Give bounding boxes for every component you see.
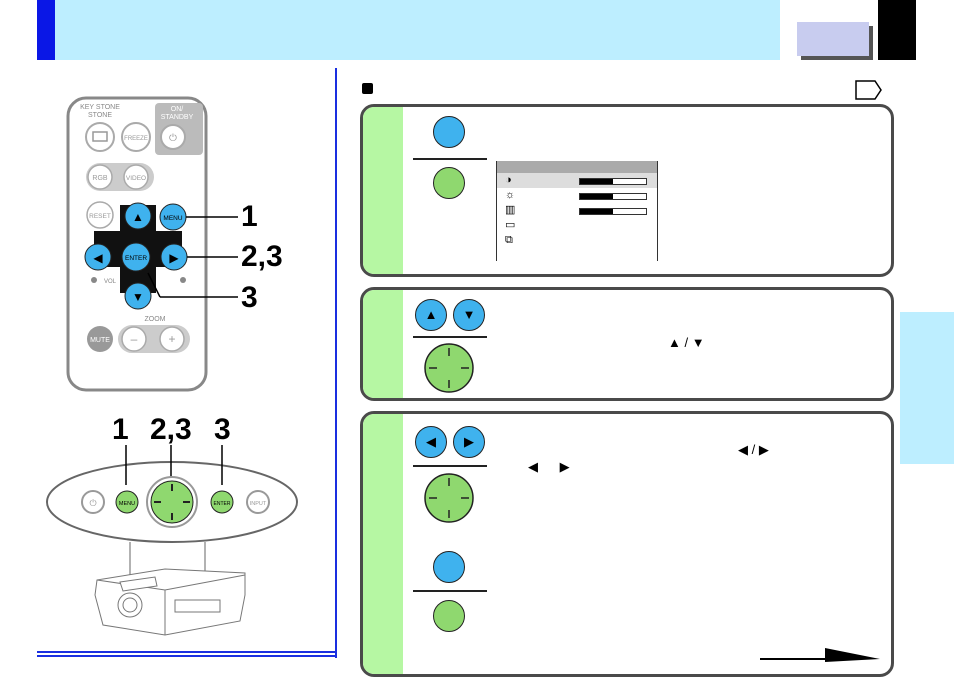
header-page-tab[interactable] (797, 22, 869, 56)
plus-icon: + (168, 332, 175, 346)
panel-input-button[interactable] (246, 490, 270, 514)
osd-menu-row: ▭ (497, 218, 657, 233)
panel-dpad-icon-2 (424, 473, 474, 523)
menu-button-green-2 (433, 600, 465, 632)
rgb-button[interactable] (87, 164, 113, 190)
panel-callout-2: 2,3 (150, 413, 192, 446)
left-right-arrows-text: ◀ / ▶ (738, 442, 769, 457)
panel-menu-button[interactable] (115, 490, 139, 514)
panel-power-icon: ⏻ (89, 498, 96, 508)
step-1-box: ◑ ☼ ▥ ▭ ⧉ (360, 104, 894, 277)
panel-power-button[interactable] (81, 490, 105, 514)
freeze-button[interactable] (121, 122, 151, 152)
up-arrow-icon: ▲ (132, 210, 144, 224)
osd-row-icon: ◑ (505, 174, 512, 186)
menu-label: MENU (163, 215, 182, 222)
header-bar (37, 0, 780, 60)
osd-row-slider (579, 193, 647, 200)
keystone-icon (92, 131, 108, 142)
mute-button[interactable] (87, 326, 113, 352)
panel-enter-label: ENTER (214, 501, 231, 507)
column-divider (335, 68, 337, 658)
panel-dpad[interactable] (150, 480, 194, 524)
side-index-tab[interactable] (900, 312, 954, 464)
down-arrow-icon: ▼ (132, 290, 144, 304)
osd-menu: ◑ ☼ ▥ ▭ ⧉ (496, 161, 658, 261)
left-button-blue: ◀ (415, 426, 447, 458)
panel-dpad-icon (424, 343, 474, 393)
step-2-band (363, 290, 403, 398)
osd-row-icon: ▥ (505, 204, 516, 216)
osd-row-icon: ⧉ (505, 234, 513, 246)
step-2-box: ▲ ▼ ▲ / ▼ (360, 287, 894, 401)
reset-button[interactable] (86, 201, 114, 229)
menu-button-blue-2 (433, 551, 465, 583)
step-1-band (363, 107, 403, 274)
left-and-right-arrows-text: ◀ ▶ (528, 459, 570, 474)
remote-callout-3: 3 (241, 281, 258, 314)
video-label: VIDEO (126, 175, 146, 182)
svg-text:STONE: STONE (88, 112, 112, 119)
panel-menu-label: MENU (119, 501, 135, 507)
down-button-blue: ▼ (453, 299, 485, 331)
osd-menu-row: ◑ (497, 173, 657, 188)
left-button[interactable] (84, 243, 112, 271)
step-3-box: ◀ ▶ ◀ / ▶ ◀ ▶ (360, 411, 894, 677)
menu-button-green (433, 167, 465, 199)
freeze-label: FREEZE (124, 136, 148, 142)
osd-menu-row: ☼ (497, 188, 657, 203)
minus-icon: – (131, 332, 138, 346)
enter-label: ENTER (125, 255, 147, 262)
panel-callout-1: 1 (112, 413, 129, 446)
projector-panel: ⏻ MENU ENTER INPUT (46, 445, 298, 636)
next-page-arrow-icon[interactable] (755, 638, 885, 662)
up-down-arrows-text: ▲ / ▼ (668, 335, 705, 350)
zoom-plus-button[interactable] (159, 326, 185, 352)
osd-row-slider (579, 178, 647, 185)
vol-label: VOL (104, 279, 117, 285)
remote-callout-2: 2,3 (241, 240, 283, 273)
remote-callout-1: 1 (241, 200, 258, 233)
header-accent (37, 0, 55, 60)
on-standby-label: ON/ (171, 106, 184, 113)
remote-control: KEY STONE STONE FREEZE ON/ STANDBY ⏻ RGB… (66, 96, 238, 392)
enter-button[interactable] (121, 242, 151, 272)
osd-row-slider (579, 208, 647, 215)
up-button[interactable] (124, 202, 152, 230)
panel-input-label: INPUT (250, 501, 267, 507)
right-button-blue: ▶ (453, 426, 485, 458)
video-button[interactable] (123, 164, 149, 190)
power-icon: ⏻ (169, 133, 177, 144)
rgb-label: RGB (92, 175, 108, 182)
keystone-label: KEY STONE (80, 104, 120, 111)
panel-callout-3: 3 (214, 413, 231, 446)
up-button-blue: ▲ (415, 299, 447, 331)
down-button[interactable] (124, 282, 152, 310)
header-black-bar (878, 0, 916, 60)
menu-button-blue (433, 116, 465, 148)
reference-page-icon[interactable] (855, 80, 883, 100)
step-3-band (363, 414, 403, 674)
osd-row-icon: ▭ (505, 219, 516, 231)
footer-divider (37, 651, 337, 653)
osd-menu-row: ▥ (497, 203, 657, 218)
reset-label: RESET (89, 213, 111, 220)
panel-enter-button[interactable] (210, 490, 234, 514)
osd-row-icon: ☼ (505, 189, 516, 201)
osd-menu-titlebar (497, 161, 657, 173)
section-bullet-icon (362, 83, 373, 94)
mute-label: MUTE (90, 337, 110, 344)
osd-menu-row: ⧉ (497, 233, 657, 248)
zoom-minus-button[interactable] (121, 326, 147, 352)
power-button[interactable] (160, 124, 186, 150)
right-arrow-icon: ▶ (169, 251, 179, 265)
projector-body-illustration (94, 568, 246, 636)
footer-divider-2 (37, 655, 337, 657)
keystone-button[interactable] (85, 122, 115, 152)
left-arrow-icon: ◀ (93, 251, 103, 265)
zoom-label: ZOOM (145, 316, 166, 323)
svg-text:STANDBY: STANDBY (161, 114, 194, 121)
